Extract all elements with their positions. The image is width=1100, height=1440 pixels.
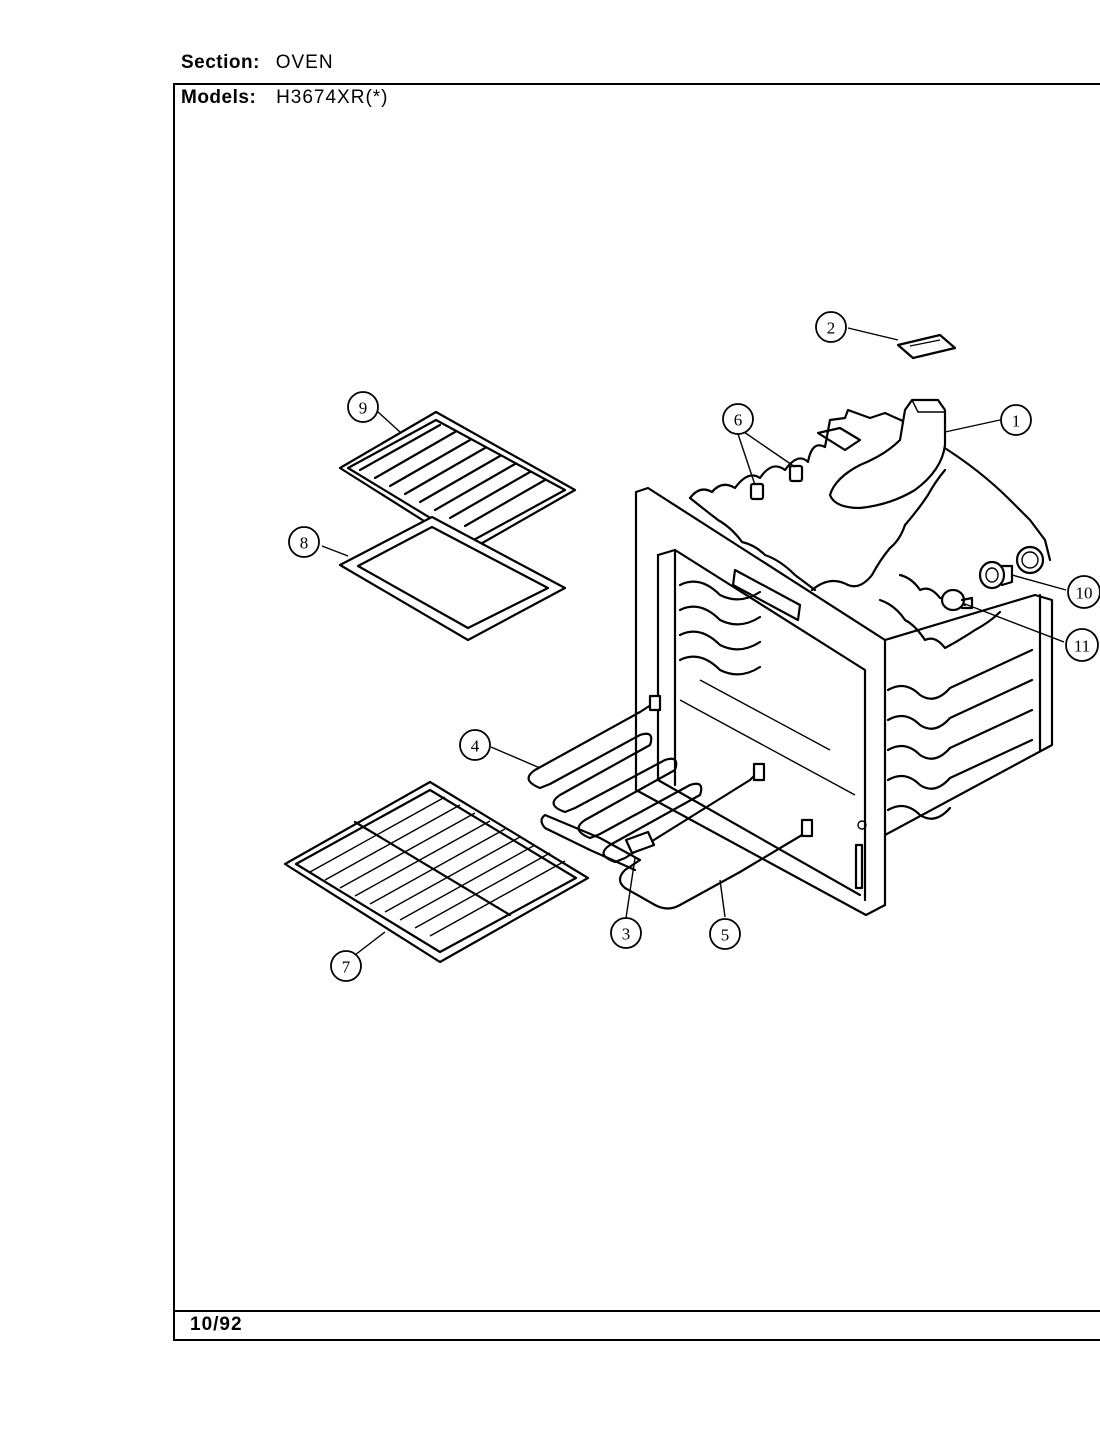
callout-10: 10 (1067, 575, 1100, 609)
callout-4: 4 (459, 729, 491, 761)
part-11-lamp-bulb (940, 588, 974, 612)
revision-date: 10/92 (190, 1314, 243, 1335)
callout-11-label: 11 (1074, 637, 1090, 656)
callout-1: 1 (1000, 404, 1032, 436)
callout-5-label: 5 (721, 926, 730, 945)
callout-8: 8 (288, 526, 320, 558)
models-value: H3674XR(*) (276, 87, 389, 108)
callout-8-label: 8 (300, 534, 309, 553)
part-5-bake-element (540, 762, 814, 910)
callout-7-label: 7 (342, 958, 351, 977)
part-4-broil-element (527, 694, 762, 864)
part-8-broil-pan (338, 515, 567, 642)
leader-lines (321, 327, 1067, 956)
section-value: OVEN (275, 52, 334, 73)
callout-3: 3 (610, 917, 642, 949)
oven-front-frame (634, 486, 887, 917)
callout-1-label: 1 (1012, 412, 1021, 431)
callout-3-label: 3 (622, 925, 631, 944)
callout-10-label: 10 (1076, 584, 1093, 603)
footer-rule (173, 1310, 1100, 1312)
models-heading: Models: H3674XR(*) (181, 87, 389, 109)
part-1-vent-duct (828, 398, 947, 510)
part-2-clip (896, 333, 957, 360)
callout-7: 7 (330, 950, 362, 982)
callout-5: 5 (709, 918, 741, 950)
part-7-oven-rack (283, 780, 590, 964)
part-6-rack-supports (749, 464, 804, 501)
diagram-frame (173, 83, 1100, 1341)
callout-2-label: 2 (827, 319, 836, 338)
part-3-element-bracket (624, 830, 656, 855)
callout-2: 2 (815, 311, 847, 343)
models-label: Models: (181, 87, 257, 108)
callout-9: 9 (347, 391, 379, 423)
callout-6-label: 6 (734, 411, 743, 430)
callout-11: 11 (1065, 628, 1099, 662)
callout-6: 6 (722, 403, 754, 435)
section-heading: Section: OVEN (181, 52, 334, 74)
part-10-lamp-socket (978, 560, 1014, 590)
part-9-broil-pan-grid (338, 410, 577, 552)
section-label: Section: (181, 52, 260, 73)
callout-4-label: 4 (471, 737, 480, 756)
callout-9-label: 9 (359, 399, 368, 418)
